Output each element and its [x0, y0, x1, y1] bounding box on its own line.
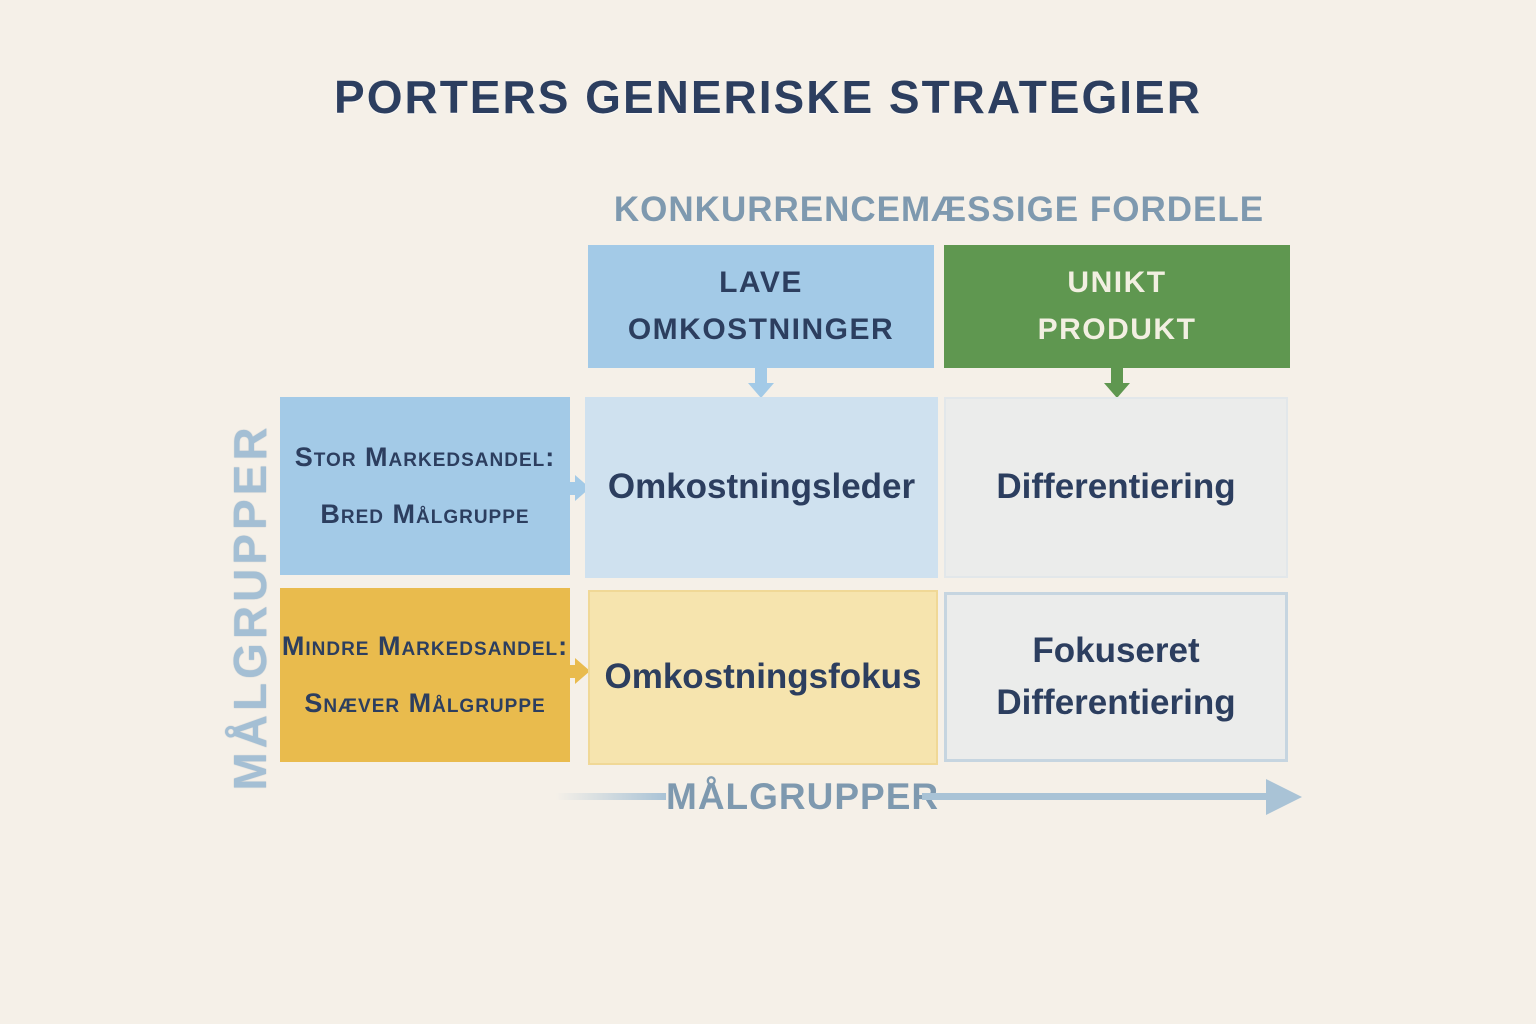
row-header-narrow-target-label: Mindre Markedsandel: Snæver Målgruppe [281, 631, 569, 718]
row-header-narrow-target: Mindre Markedsandel: Snæver Målgruppe [280, 588, 570, 762]
bottom-axis-line-right [922, 793, 1268, 800]
column-header-unique-product-label: UNIKT PRODUKT [1037, 266, 1197, 346]
target-groups-vertical-axis-label: MÅLGRUPPER [224, 423, 276, 791]
cell-cost-leader: Omkostningsleder [585, 397, 938, 578]
down-arrow-stem [1111, 368, 1123, 383]
column-header-low-cost-label: LAVE OMKOSTNINGER [627, 266, 895, 346]
bottom-axis-arrow-head-icon [1266, 779, 1302, 815]
target-groups-bottom-axis-label: MÅLGRUPPER [666, 776, 940, 817]
down-arrow-icon-blue [748, 368, 774, 398]
competitive-advantage-axis-label: KONKURRENCEMÆSSIGE FORDELE [613, 190, 1265, 229]
cell-cost-leader-label: Omkostningsleder [607, 467, 916, 507]
right-arrow-head [575, 658, 590, 684]
cell-focused-differentiation: Fokuseret Differentiering [944, 592, 1288, 762]
bottom-axis-line-left [556, 793, 666, 800]
down-arrow-icon-green [1104, 368, 1130, 398]
column-header-low-cost: LAVE OMKOSTNINGER [588, 245, 934, 368]
cell-cost-focus-label: Omkostningsfokus [604, 657, 922, 697]
cell-cost-focus: Omkostningsfokus [588, 590, 938, 765]
right-arrow-icon-gold [564, 658, 590, 684]
down-arrow-head [1104, 383, 1130, 398]
cell-differentiation: Differentiering [944, 397, 1288, 578]
down-arrow-head [748, 383, 774, 398]
cell-differentiation-label: Differentiering [996, 467, 1236, 507]
row-header-broad-target-label: Stor Markedsandel: Bred Målgruppe [294, 442, 556, 529]
right-arrow-stem [564, 481, 575, 495]
page-title: PORTERS GENERISKE STRATEGIER [334, 71, 1202, 123]
column-header-unique-product: UNIKT PRODUKT [944, 245, 1290, 368]
right-arrow-stem [564, 664, 575, 678]
down-arrow-stem [755, 368, 767, 383]
cell-focused-differentiation-label: Fokuseret Differentiering [996, 630, 1236, 723]
row-header-broad-target: Stor Markedsandel: Bred Målgruppe [280, 397, 570, 575]
